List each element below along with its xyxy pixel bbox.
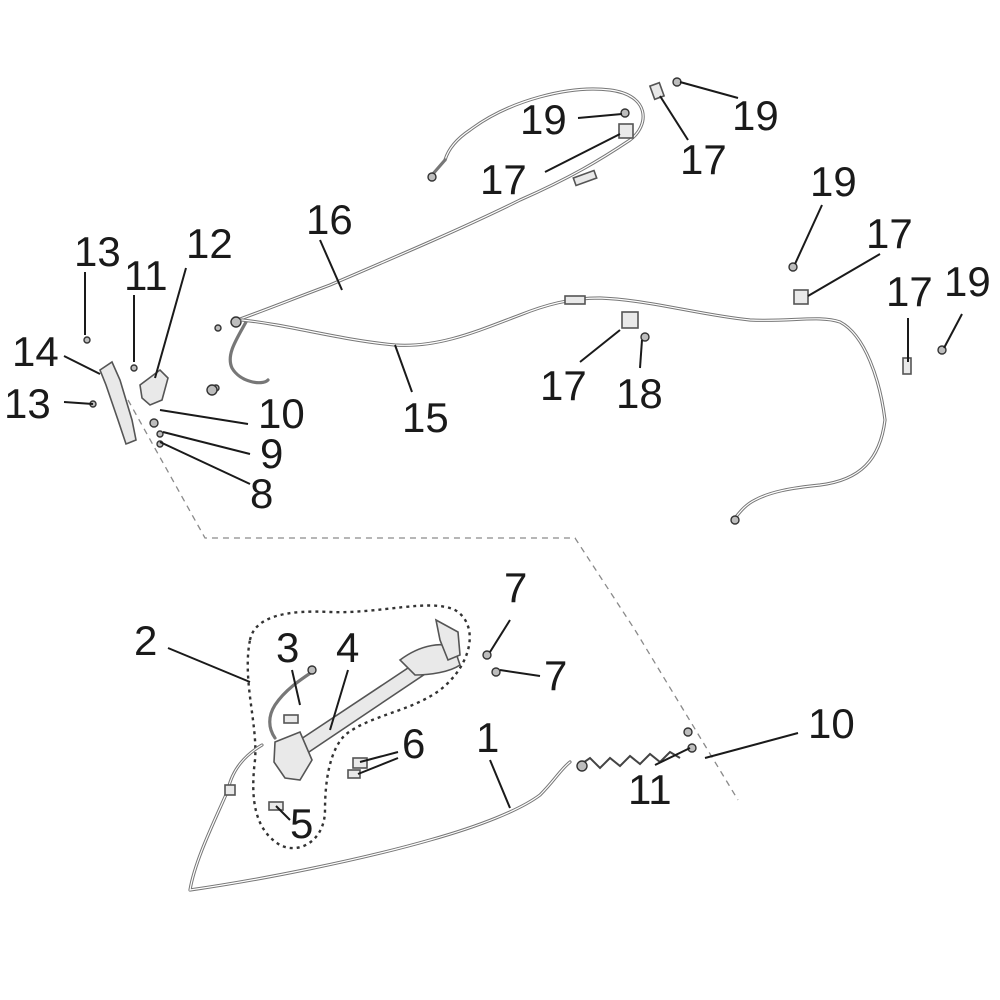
callout-10a-label: 10: [258, 390, 305, 437]
bracket-assembly: [83, 336, 169, 448]
callout-5-label: 5: [290, 800, 313, 847]
callout-17a-label: 17: [480, 156, 527, 203]
callout-7a-label: 7: [504, 564, 527, 611]
lever-group-outline: [246, 604, 471, 850]
callout-11a-label: 11: [124, 252, 168, 299]
callout-12-label: 12: [186, 220, 233, 267]
callout-13a-label: 13: [74, 228, 121, 275]
callout-3-label: 3: [276, 624, 299, 671]
callout-17b-label: 17: [680, 136, 727, 183]
cable-16: [214, 87, 645, 385]
callout-19c-label: 19: [810, 158, 857, 205]
callout-18-label: 18: [616, 370, 663, 417]
callout-15-label: 15: [402, 394, 449, 441]
lever-assembly: [268, 618, 501, 811]
callout-7b-label: 7: [544, 652, 567, 699]
callout-9-label: 9: [260, 430, 283, 477]
callout-19b-label: 19: [732, 92, 779, 139]
assembly-boundary: [127, 399, 739, 801]
cable-1: [188, 727, 697, 892]
callout-17c-label: 17: [866, 210, 913, 257]
callout-8-label: 8: [250, 470, 273, 517]
callout-1b-label: 1: [476, 714, 499, 761]
leader-lines: [63, 81, 963, 821]
callout-11b-label: 11: [628, 766, 672, 813]
callout-1-label: 2: [134, 617, 157, 664]
callout-6-label: 6: [402, 720, 425, 767]
callout-17d-label: 17: [886, 268, 933, 315]
callouts: 2 3 4 5 6 7 7 1 11 10 10 9 8 12 11 13 14…: [4, 92, 991, 847]
callout-16-label: 16: [306, 196, 353, 243]
callout-19d-label: 19: [944, 258, 991, 305]
callout-17e-label: 17: [540, 362, 587, 409]
callout-19a-label: 19: [520, 96, 567, 143]
callout-13b-label: 13: [4, 380, 51, 427]
callout-4-label: 4: [336, 624, 359, 671]
cable-15: [206, 295, 887, 525]
callout-14-label: 14: [12, 328, 59, 375]
callout-10b-label: 10: [808, 700, 855, 747]
